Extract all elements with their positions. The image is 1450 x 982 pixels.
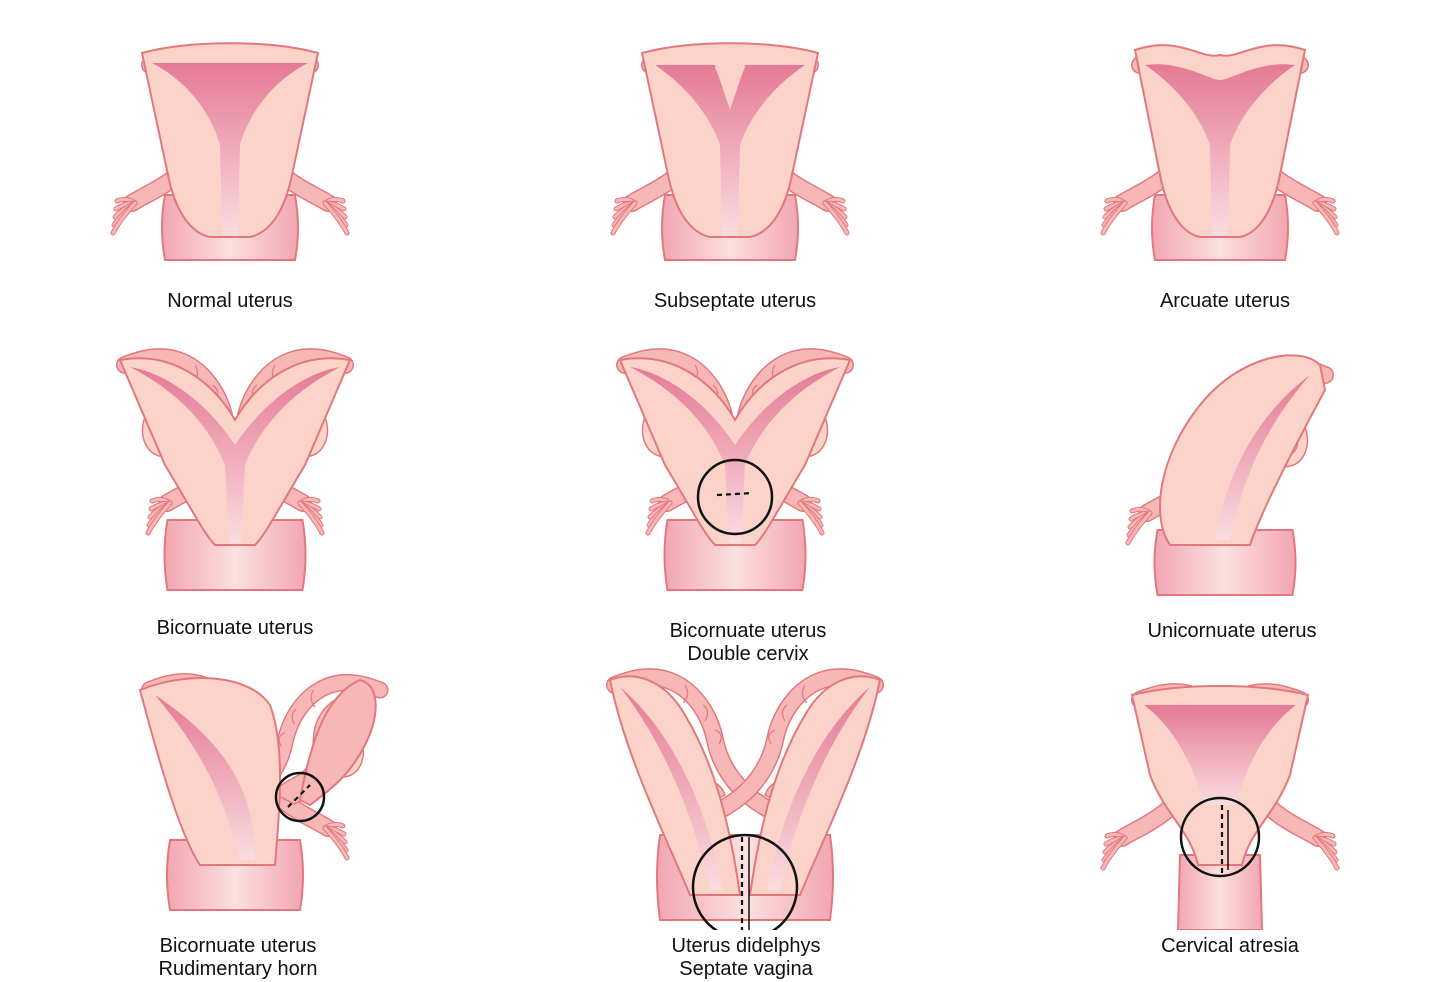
panel-bicornuate	[10, 345, 460, 610]
caption-didelphys: Uterus didelphys Septate vagina	[596, 935, 896, 981]
fimbriae	[613, 199, 635, 233]
fimbriae	[113, 199, 135, 233]
panel-bicornuate-double	[510, 345, 980, 610]
fimbriae	[1315, 834, 1337, 868]
panel-rudimentary	[10, 665, 490, 930]
caption-line: Double cervix	[598, 643, 898, 666]
right-uterine-body	[750, 676, 880, 895]
caption-line: Cervical atresia	[1080, 935, 1380, 958]
caption-arcuate: Arcuate uterus	[1075, 290, 1375, 313]
caption-bicornuate: Bicornuate uterus	[85, 617, 385, 640]
caption-line: Rudimentary horn	[88, 958, 388, 981]
caption-bicornuate-double: Bicornuate uterus Double cervix	[598, 620, 898, 666]
caption-unicornuate: Unicornuate uterus	[1082, 620, 1382, 643]
caption-line: Subseptate uterus	[585, 290, 885, 313]
fimbriae	[1315, 199, 1337, 233]
caption-line: Septate vagina	[596, 958, 896, 981]
panel-unicornuate	[1000, 345, 1450, 610]
panel-didelphys	[490, 665, 1000, 930]
fimbriae	[825, 199, 847, 233]
caption-line: Bicornuate uterus	[598, 620, 898, 643]
panel-subseptate	[510, 25, 960, 285]
caption-rudimentary: Bicornuate uterus Rudimentary horn	[88, 935, 388, 981]
panel-normal	[10, 25, 460, 285]
fimbriae	[1128, 509, 1150, 543]
panel-atresia	[1005, 665, 1450, 930]
left-uterine-body	[610, 676, 740, 895]
caption-atresia: Cervical atresia	[1080, 935, 1380, 958]
caption-line: Bicornuate uterus	[85, 617, 385, 640]
vagina	[1178, 855, 1262, 930]
fimbriae	[325, 199, 347, 233]
fimbriae	[1103, 199, 1125, 233]
fimbriae	[325, 824, 347, 858]
caption-subseptate: Subseptate uterus	[585, 290, 885, 313]
caption-line: Bicornuate uterus	[88, 935, 388, 958]
caption-normal: Normal uterus	[80, 290, 380, 313]
caption-line: Arcuate uterus	[1075, 290, 1375, 313]
caption-line: Normal uterus	[80, 290, 380, 313]
caption-line: Unicornuate uterus	[1082, 620, 1382, 643]
caption-line: Uterus didelphys	[596, 935, 896, 958]
panel-arcuate	[1000, 25, 1450, 285]
fimbriae	[1103, 834, 1125, 868]
